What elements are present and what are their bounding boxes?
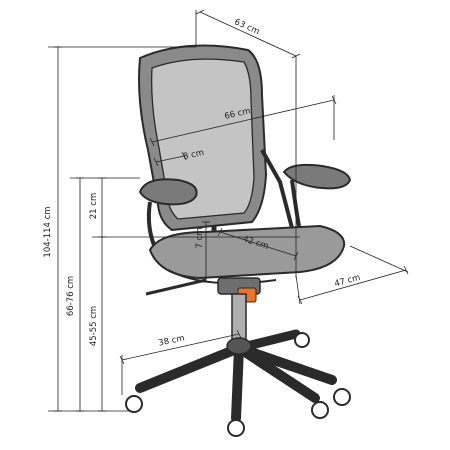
dimension-tick (149, 137, 155, 147)
chair-illustration (125, 44, 352, 437)
dimension-tick (119, 355, 125, 365)
caster-wheel (227, 419, 245, 437)
dimension-tick (217, 227, 223, 237)
label-base-radius: 38 cm (158, 333, 186, 348)
dimension-tick (181, 151, 187, 161)
base-leg-front-left (231, 343, 244, 423)
label-armrest-floor: 66-76 cm (66, 276, 76, 316)
base-leg-left (135, 343, 244, 393)
backrest-support (260, 149, 294, 229)
label-total-height: 104-114 cm (43, 206, 53, 257)
star-base (135, 329, 337, 423)
armrest-right-pad (282, 163, 352, 190)
dimension-tick (297, 295, 303, 305)
casters (125, 332, 351, 437)
dimension-line-depth (199, 11, 297, 57)
label-seat-height: 45-55 cm (89, 306, 99, 346)
dimension-line-seat-depth (219, 231, 297, 257)
label-armrest-width: 8 cm (182, 148, 205, 162)
base-hub (226, 337, 252, 355)
base-leg-front-right (234, 343, 320, 403)
dimension-tick (195, 9, 205, 15)
guide-line (349, 245, 409, 273)
dimension-tick (153, 157, 159, 167)
seat-underside (167, 269, 277, 285)
backrest (138, 44, 294, 248)
dimension-tick (291, 53, 301, 59)
dimension-line-width (151, 99, 335, 143)
caster-wheel (311, 401, 329, 419)
seat-cushion (148, 224, 346, 280)
label-armrest-height: 21 cm (89, 193, 99, 219)
tilt-lever (145, 278, 207, 296)
label-depth: 63 cm (233, 17, 261, 37)
caster-wheel (294, 332, 310, 348)
caster-wheel (125, 395, 143, 413)
dimension-tick (331, 95, 337, 105)
label-seat-to-backrest: 7 cm (195, 227, 205, 248)
armrest-right (282, 163, 352, 233)
dimension-line-base-radius (121, 333, 240, 361)
dimension-lines (48, 9, 409, 412)
dimension-tick (403, 265, 409, 275)
caster-wheel (333, 388, 351, 406)
dimension-line-armrest-width (155, 155, 185, 163)
seat (148, 224, 346, 285)
dimension-tick (293, 251, 299, 261)
armrest-left-pad (138, 178, 198, 206)
dimension-tick (236, 329, 242, 339)
dimension-line-seat-width (299, 269, 407, 301)
